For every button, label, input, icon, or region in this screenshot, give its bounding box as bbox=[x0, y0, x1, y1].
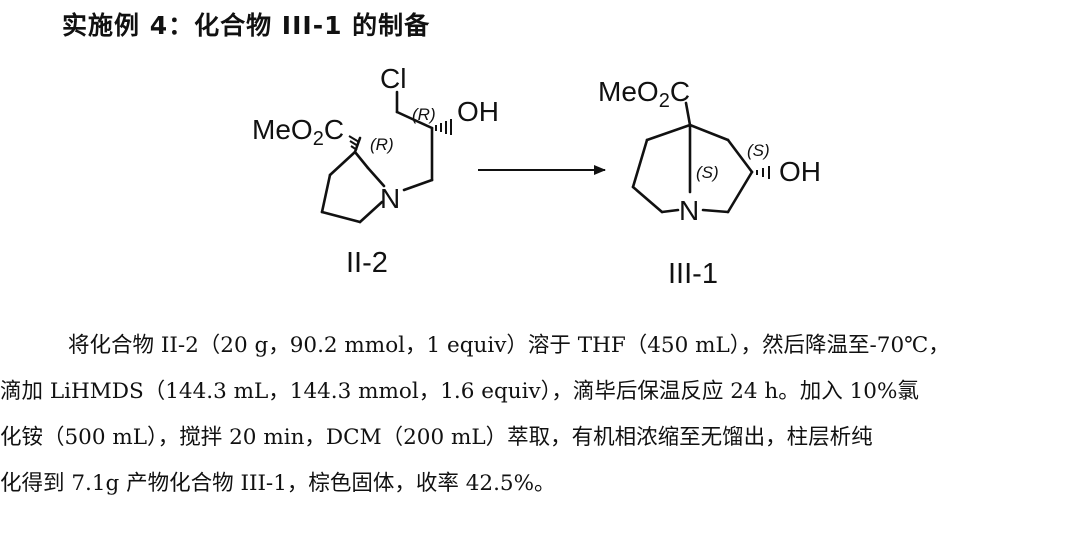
nitrogen-label: N bbox=[380, 183, 400, 214]
chlorine-label: Cl bbox=[380, 63, 406, 94]
compound-label-reactant: II-2 bbox=[346, 247, 388, 279]
hashed-wedge bbox=[756, 166, 770, 179]
hashed-wedge bbox=[348, 119, 452, 151]
paragraph-line: 滴加 LiHMDS（144.3 mL，144.3 mmol，1.6 equiv）… bbox=[0, 379, 919, 404]
stereo-descriptor: (R) bbox=[412, 105, 436, 124]
stereo-descriptor: (S) bbox=[696, 163, 719, 182]
paragraph-line: 将化合物 II-2（20 g，90.2 mmol，1 equiv）溶于 THF（… bbox=[68, 333, 950, 358]
ester-label: MeO2C bbox=[252, 114, 344, 150]
paragraph-line: 化得到 7.1g 产物化合物 III-1，棕色固体，收率 42.5%。 bbox=[0, 471, 556, 496]
product-structure bbox=[631, 101, 754, 214]
stereo-descriptor: (R) bbox=[370, 135, 394, 154]
procedure-paragraph: 将化合物 II-2（20 g，90.2 mmol，1 equiv）溶于 THF（… bbox=[0, 323, 1080, 507]
hydroxyl-label: OH bbox=[779, 156, 821, 187]
reaction-scheme: MeO2C Cl OH N (R) (R) II-2 MeO2C OH N (S… bbox=[252, 63, 821, 290]
paragraph-line: 化铵（500 mL），搅拌 20 min，DCM（200 mL）萃取，有机相浓缩… bbox=[0, 425, 873, 450]
stereo-descriptor: (S) bbox=[747, 141, 770, 160]
ester-label: MeO2C bbox=[598, 76, 690, 112]
section-heading: 实施例 4：化合物 III-1 的制备 bbox=[62, 11, 431, 40]
compound-label-product: III-1 bbox=[668, 258, 718, 290]
nitrogen-label: N bbox=[679, 195, 699, 226]
hydroxyl-label: OH bbox=[457, 96, 499, 127]
